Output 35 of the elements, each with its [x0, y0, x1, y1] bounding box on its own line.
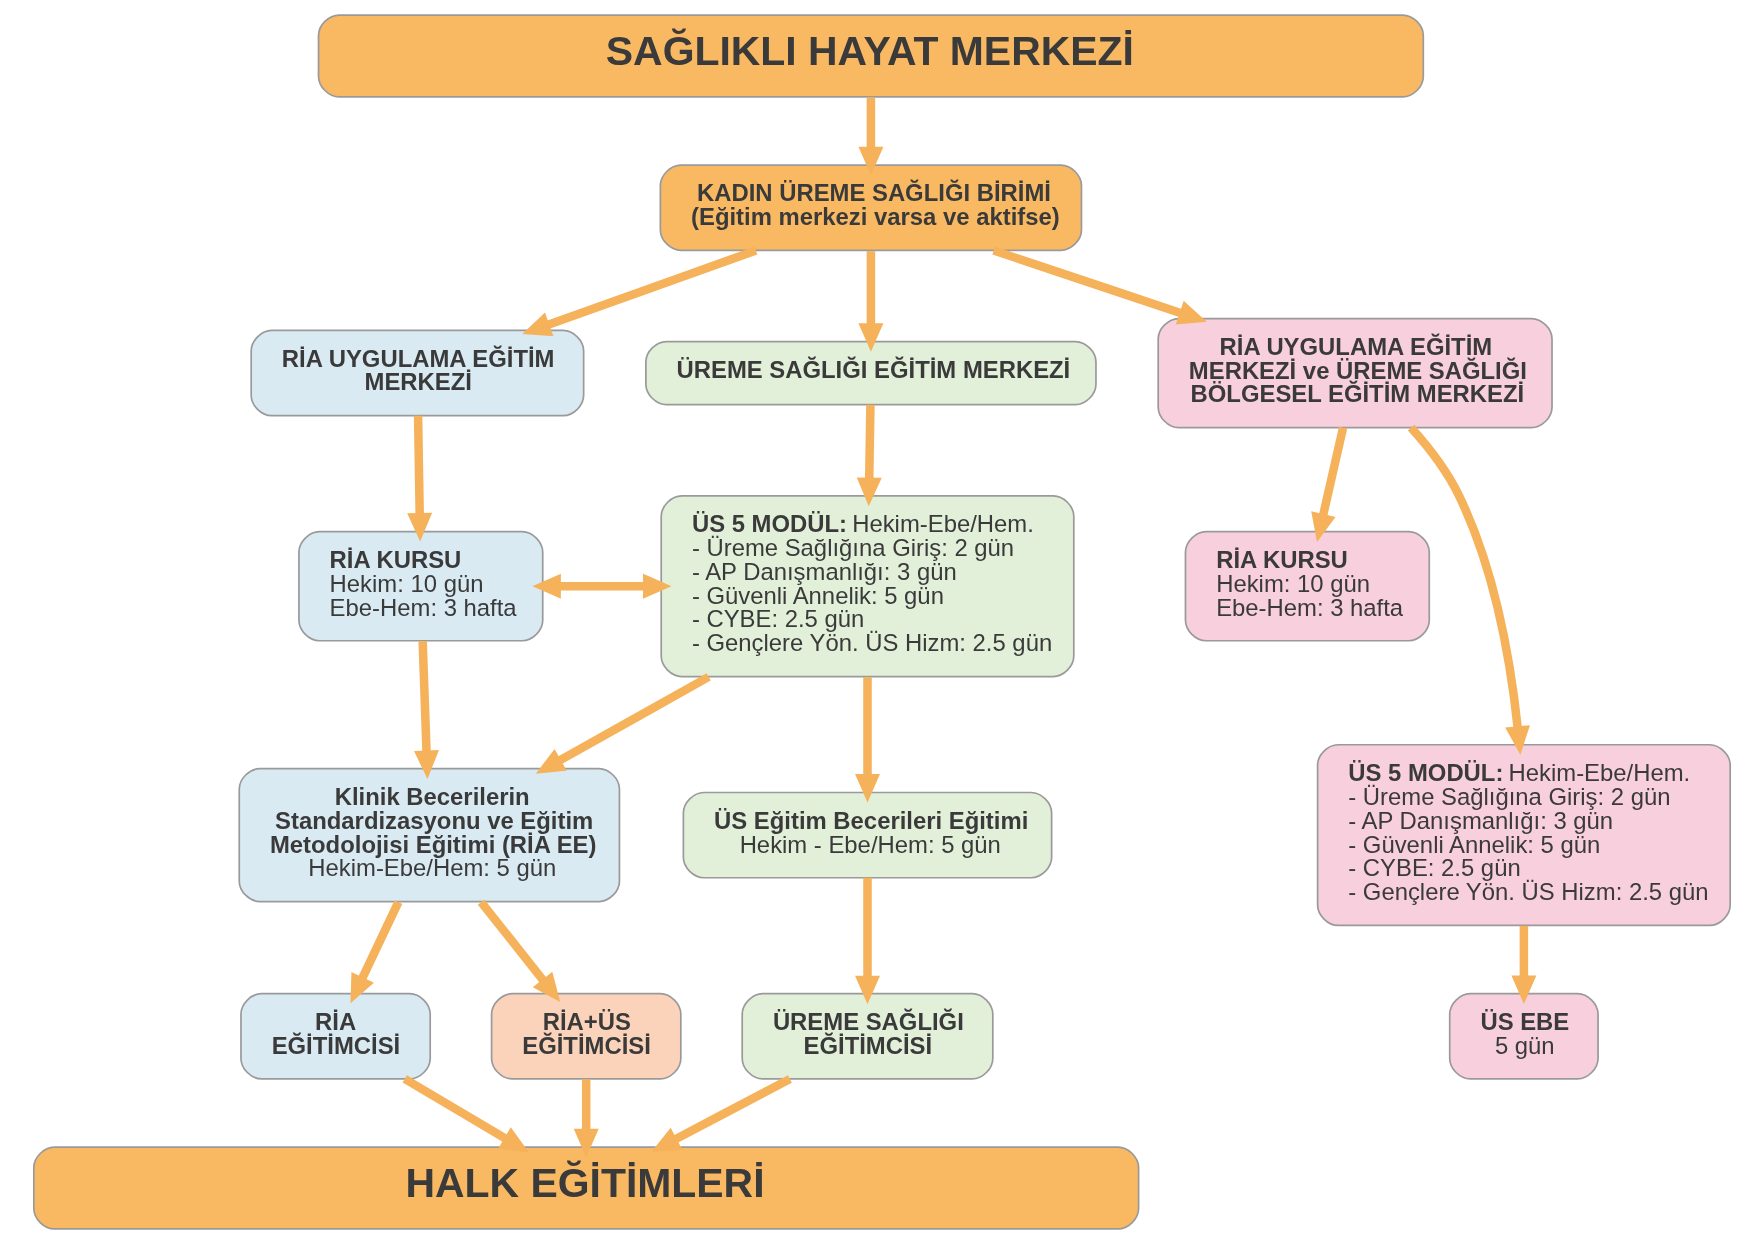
node-box: RİA KURSU Hekim: 10 gün Ebe-Hem: 3 hafta: [1184, 530, 1431, 642]
arrow: [992, 246, 1207, 325]
node-box: ÜS 5 MODÜL: Hekim-Ebe/Hem. - Üreme Sağlığına Giriş: 2 gün - AP Danışmanlığı: 3 gün - Güvenli Annelik: 5 gün - CYBE: 2.5 gün - Gençlere Yön. ÜS Hizm: 2.5 gün: [1316, 743, 1732, 927]
node-box: RİA KURSU Hekim: 10 gün Ebe-Hem: 3 hafta: [298, 530, 544, 642]
arrow: [1511, 925, 1537, 1005]
node-box: RİA+ÜS EĞİTİMCİSİ: [490, 992, 682, 1080]
arrow: [858, 97, 884, 176]
arrow: [350, 900, 403, 1004]
arrow: [414, 641, 439, 780]
arrow: [858, 251, 884, 352]
node-box: ÜS 5 MODÜL: Hekim-Ebe/Hem. - Üreme Sağlığına Giriş: 2 gün - AP Danışmanlığı: 3 gün - Güvenli Annelik: 5 gün - CYBE: 2.5 gün - Gençlere Yön. ÜS Hizm: 2.5 gün: [660, 495, 1075, 678]
node-box: ÜREME SAĞLIĞI EĞİTİM MERKEZİ: [645, 340, 1097, 406]
arrow: [407, 415, 433, 542]
node-box: HALK EĞİTİMLERİ: [32, 1146, 1140, 1230]
arrow: [522, 246, 758, 337]
node-box: ÜREME SAĞLIĞI EĞİTİMCİSİ: [741, 992, 994, 1080]
node-box: ÜS Eğitim Becerileri Eğitimi Hekim - Ebe/Hem: 5 gün: [682, 791, 1053, 879]
node-box: ÜS EBE 5 gün: [1448, 992, 1599, 1080]
node-box: RİA UYGULAMA EĞİTİM MERKEZİ: [250, 329, 585, 417]
arrow: [855, 677, 880, 803]
arrow: [855, 877, 880, 1005]
arrow: [402, 1075, 529, 1153]
arrow: [651, 1075, 792, 1152]
node-box: Klinik Becerilerin Standardizasyonu ve Eğitim Metodolojisi Eğitimi (RİA EE) Hekim-Ebe/Hem: 5 gün: [238, 767, 621, 903]
arrow: [532, 573, 672, 599]
arrow: [1407, 424, 1530, 755]
node-box: KADIN ÜREME SAĞLIĞI BİRİMİ (Eğitim merkezi varsa ve aktifse): [659, 164, 1083, 252]
node-box: SAĞLIKLI HAYAT MERKEZİ: [317, 14, 1425, 98]
arrow: [535, 673, 711, 774]
arrow: [477, 899, 561, 1002]
arrow: [1311, 426, 1348, 542]
node-box: RİA UYGULAMA EĞİTİM MERKEZİ ve ÜREME SAĞLIĞI BÖLGESEL EĞİTİM MERKEZİ: [1157, 317, 1553, 429]
arrow: [856, 404, 882, 507]
arrow: [573, 1079, 599, 1158]
node-box: RİA EĞİTİMCİSİ: [240, 992, 432, 1080]
